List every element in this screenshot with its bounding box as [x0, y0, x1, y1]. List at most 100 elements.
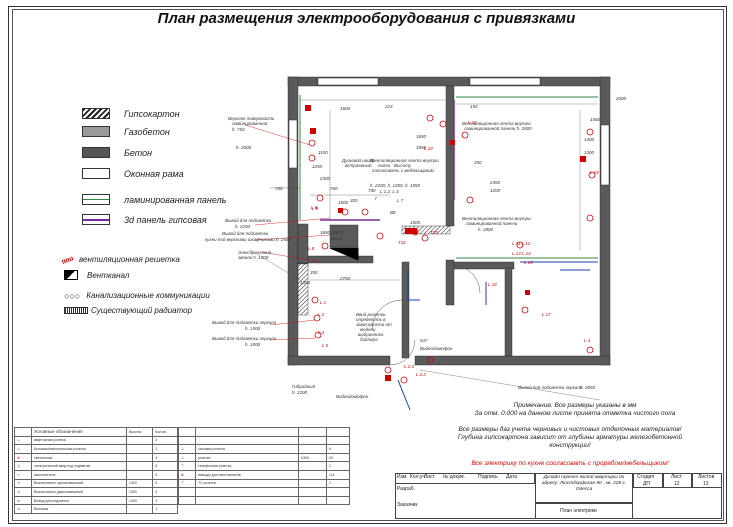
plan-annotation: Видеодомофон	[420, 346, 453, 351]
plan-annotation: Вентиляционная лента внутри	[370, 158, 439, 163]
plan-annotation: Электрический	[238, 250, 272, 255]
dimension-label: 350	[310, 270, 318, 275]
legend-item-sewer: ○○○ Канализационные коммуникации	[64, 291, 210, 300]
plan-annotation: L 17	[542, 312, 551, 317]
dimension-label: 780	[368, 188, 376, 193]
symbol-icon-cell	[178, 495, 196, 506]
door-swings	[371, 264, 481, 366]
symbol-name: телефонная розетка	[194, 461, 300, 471]
dimension-label: 300	[350, 198, 358, 203]
stage-box	[633, 473, 663, 488]
symbol-name	[194, 427, 300, 437]
plan-annotation: L 6	[311, 205, 318, 210]
symbol-count: 5	[152, 478, 178, 489]
dimension-label: 2450	[490, 180, 501, 185]
legend-label: Существующий радиатор	[91, 306, 193, 315]
plan-annotation: h. 2000	[236, 145, 252, 150]
plan-annotation: h. 1800	[245, 342, 261, 347]
plan-annotation: Т11	[398, 240, 406, 245]
symbol-count: 29	[325, 452, 351, 463]
dimension-label: 250	[474, 160, 482, 165]
symbol-name: бытовая/электрическая розетка	[30, 444, 128, 454]
plan-annotation: Вентиляционная лента внутри	[462, 121, 531, 126]
legend-label: ламинированная панель	[124, 194, 227, 205]
legend-label: Вентканал	[87, 270, 130, 280]
plan-annotation: Г	[375, 196, 378, 201]
sheet-title-box	[535, 503, 633, 519]
dimension-label: 1950	[416, 145, 427, 150]
drawing-frame-inner	[12, 9, 724, 521]
plan-annotation: L 3	[318, 330, 325, 335]
symbol-name: розетка	[194, 452, 300, 463]
plan-annotation: Вентиляционная лента внутри	[462, 216, 531, 221]
symbol-icon-cell	[178, 427, 196, 437]
grey-swatch-icon	[82, 126, 110, 137]
sheet-title: План электрики	[560, 508, 597, 514]
stage-value: ДП	[643, 481, 650, 487]
plan-annotation: согласовать с мебельщиком	[372, 168, 434, 173]
plan-annotation: L 2	[318, 312, 325, 317]
stage-header: Стадия	[637, 474, 655, 480]
plan-annotation: ламинированной	[232, 121, 268, 126]
electrical-fixtures	[305, 105, 586, 381]
legend-label: 3d панель гипсовая	[124, 214, 207, 225]
symbol-icon-cell	[178, 487, 196, 497]
symbol-name	[194, 487, 300, 497]
note-line: Глубина гипсокартона зависит от глубины …	[457, 434, 683, 441]
dimension-label: 223	[385, 104, 393, 109]
symbol-name: выводы для светильников	[194, 469, 300, 480]
plan-annotation: модели	[360, 327, 376, 332]
frame-swatch-icon	[82, 168, 110, 179]
plan-annotation: h. 1500	[245, 326, 261, 331]
plan-annotation: L 7	[397, 198, 404, 203]
plan-annotation: L 9	[312, 206, 319, 211]
plan-annotation: L 8	[308, 246, 315, 251]
dimension-label: 1400	[584, 137, 595, 142]
symbol-count: 1х1	[325, 469, 351, 480]
plan-annotation: L 1	[320, 300, 327, 305]
symbol-name: Выключатель двухклавишный	[30, 487, 128, 497]
symbol-height: 1300	[126, 495, 154, 506]
column-header: Кол-во	[152, 427, 178, 437]
plan-annotation: Вывод для подсветки зеркала	[212, 320, 277, 325]
vent-channel-symbol	[329, 247, 359, 261]
symbol-name	[194, 495, 300, 506]
symbol-count: 2	[152, 495, 178, 506]
tv-outlet-icon: ⊤	[178, 478, 196, 489]
plan-annotation: L 16	[524, 260, 533, 265]
plan-annotation: ламинированной панели h. 2800	[464, 126, 532, 131]
title-block-header: Дата	[506, 474, 518, 480]
plan-annotation: встроенный	[345, 163, 372, 168]
plan-annotation: кухни под верхними шкафчиками h. 2585	[205, 237, 291, 242]
plan-annotation: L 11 L 12	[512, 241, 531, 246]
plan-annotation: Вывод для подсветки	[225, 218, 272, 223]
project-description: Дизайн проект жилой квартиры по адресу: …	[541, 475, 627, 492]
symbol-table-header: Условные обозначения	[30, 427, 128, 437]
title-block-header: Лист	[424, 474, 435, 480]
legend-item-concrete: Бетон	[82, 147, 152, 158]
single-switch-icon: ↗	[14, 478, 32, 489]
note-line: За отм. 0.000 на данном листе принята от…	[474, 410, 676, 417]
dimension-label: 2750	[340, 276, 351, 281]
plan-annotation: звонок h. 1300	[238, 255, 269, 260]
outlet-icon: ⊥	[14, 435, 32, 446]
plan-annotation: Вывод под подсветки зеркала	[518, 385, 583, 390]
plan-annotation: L 1.2, L 3	[380, 189, 399, 194]
legend-label: Гипсокартон	[124, 108, 180, 119]
symbol-height: h300	[298, 452, 327, 463]
plan-annotation: линия	[330, 236, 343, 241]
plan-annotation: ламинированной панели	[466, 221, 518, 226]
double-switch-icon: ⇗	[14, 487, 32, 497]
symbol-count	[325, 495, 351, 506]
plan-annotation: L 13 L 14	[512, 251, 531, 256]
symbol-height	[126, 461, 154, 471]
dimension-label: 2000	[616, 96, 627, 101]
symbol-count: 6	[152, 461, 178, 471]
symbol-height	[298, 461, 327, 471]
sewer-pipes-icon: ○○○	[64, 290, 81, 301]
plan-annotation: L 2.2	[416, 372, 426, 377]
lamp-output-icon: ⊗	[178, 469, 196, 480]
dimension-lines	[249, 99, 601, 401]
plan-annotation: Вывод для подсветки зеркала	[212, 336, 277, 341]
